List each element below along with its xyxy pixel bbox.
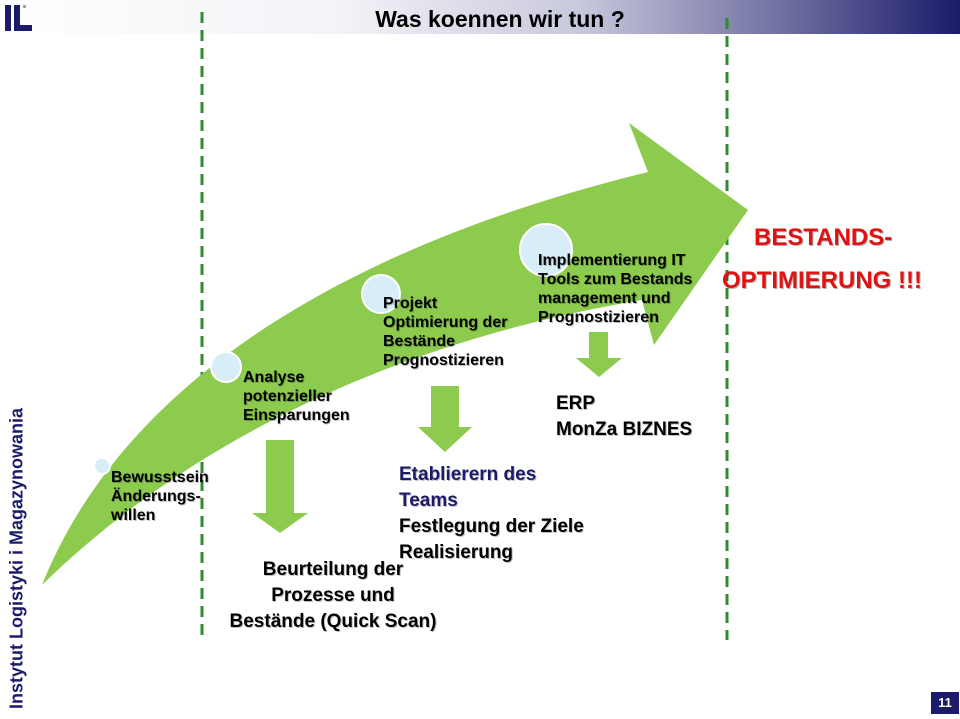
stage-label-analysis: Analyse potenzieller Einsparungen: [243, 369, 350, 424]
slide-title: Was koennen wir tun ?: [375, 6, 625, 32]
stage-label-project: Projekt Optimierung der Bestände Prognos…: [383, 295, 508, 369]
stage-label-implementation: Implementierung IT Tools zum Bestands ma…: [538, 252, 693, 326]
stage-circle-awareness: [93, 457, 111, 475]
header-bar: [0, 0, 960, 34]
stage-label-awareness: Bewusstsein Änderungs- willen: [111, 469, 209, 524]
outcome-goals: Festlegung der Ziele Realisierung: [399, 516, 584, 563]
down-arrow-systems: [576, 332, 622, 377]
down-arrow-assessment: [252, 440, 308, 533]
outcome-assessment: Beurteilung der Prozesse und Bestände (Q…: [229, 559, 437, 632]
progress-arrow: [42, 123, 748, 585]
goal-line-2: OPTIMIERUNG !!!: [722, 267, 922, 294]
stage-circle-implementation: [519, 223, 573, 277]
stage-circle-project: [361, 274, 401, 314]
goal-line-1: BESTANDS-: [754, 224, 893, 251]
outcome-teams: Etablierern des Teams: [399, 464, 537, 511]
institute-logo: [5, 5, 32, 31]
down-arrow-teams: [418, 386, 472, 452]
side-band: [0, 34, 33, 719]
stage-circle-analysis: [210, 351, 242, 383]
outcome-systems: ERP MonZa BIZNES: [556, 393, 693, 440]
page-number: 11: [931, 692, 959, 714]
